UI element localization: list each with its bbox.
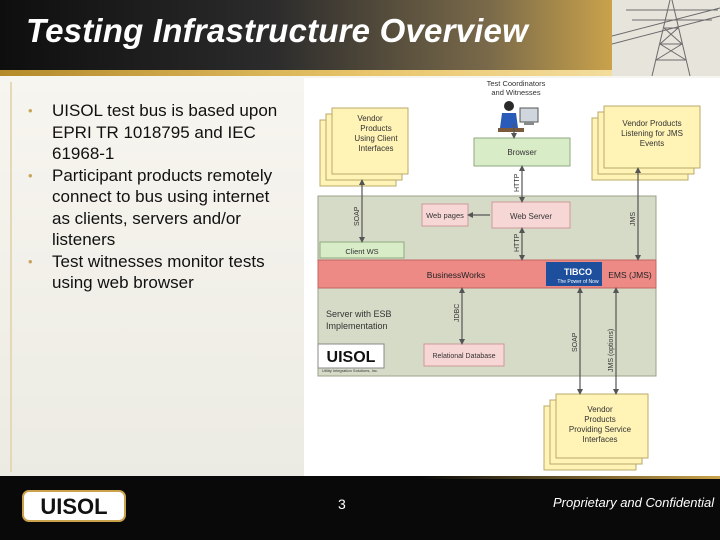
diagram-uisol-logo: [317, 343, 385, 369]
browser-label: Browser: [507, 148, 537, 157]
relational-db-label: Relational Database: [432, 353, 495, 360]
person-at-computer-icon: [498, 101, 539, 132]
vendor-client-line2: Products: [360, 124, 392, 133]
http-label-1: HTTP: [514, 173, 521, 192]
vendor-client-line3: Using Client: [354, 134, 398, 143]
web-server-box: [491, 201, 571, 229]
diagram-uisol-tagline: Utility Integration Solutions, Inc.: [322, 368, 378, 373]
jms-label-2: JMS (options): [608, 329, 615, 372]
bullet-item: •Participant products remotely connect t…: [28, 165, 273, 250]
jdbc-label: JDBC: [454, 304, 461, 322]
footer-confidential-text: Proprietary and Confidential: [553, 495, 715, 510]
vendor-services-line2: Products: [584, 415, 616, 424]
uisol-footer-logo: UISOL: [22, 490, 126, 522]
bullet-item: •Test witnesses monitor tests using web …: [28, 251, 265, 293]
vendor-jms-box: [603, 105, 701, 169]
vendor-jms-line3: Events: [640, 139, 664, 148]
architecture-svg: Server with ESB Implementation Vendor Pr…: [304, 78, 720, 476]
business-works-label: BusinessWorks: [427, 270, 485, 280]
bullet-icon: •: [28, 103, 33, 118]
bullet-icon: •: [28, 253, 33, 269]
footer-logo-text: UISOL: [40, 494, 107, 519]
title-band: [0, 0, 612, 70]
vendor-client-line4: Interfaces: [358, 144, 393, 153]
soap-label-1: SOAP: [354, 206, 361, 226]
left-rule: [10, 82, 12, 472]
bullet-list: •UISOL test bus is based upon EPRI TR 10…: [24, 100, 284, 294]
gold-rule: [0, 70, 612, 76]
slide-title: Testing Infrastructure Overview: [26, 12, 528, 49]
tibco-logo-text: TIBCO: [564, 267, 592, 277]
business-works-bar: [317, 259, 657, 289]
architecture-diagram: Server with ESB Implementation Vendor Pr…: [304, 78, 720, 476]
vendor-services-line4: Interfaces: [582, 435, 617, 444]
header: Testing Infrastructure Overview: [0, 0, 720, 76]
bullet-item: •UISOL test bus is based upon EPRI TR 10…: [28, 101, 278, 163]
web-server-label: Web Server: [510, 212, 552, 221]
page-number: 3: [338, 496, 346, 512]
web-pages-label: Web pages: [426, 211, 464, 220]
power-tower-image: [612, 0, 720, 76]
vendor-services-line3: Providing Service: [569, 425, 632, 434]
ems-label: EMS (JMS): [608, 270, 652, 280]
diagram-uisol-text: UISOL: [327, 349, 376, 366]
vendor-jms-line2: Listening for JMS: [621, 129, 683, 138]
vendor-client-line1: Vendor: [357, 114, 383, 123]
soap-label-2: SOAP: [572, 332, 579, 352]
browser-box: [473, 137, 571, 167]
coordinators-label-line2: and Witnesses: [491, 88, 540, 97]
client-ws-label: Client WS: [345, 247, 378, 256]
coordinators-label-line1: Test Coordinators: [487, 79, 546, 88]
vendor-services-line1: Vendor: [587, 405, 613, 414]
server-label-line2: Implementation: [326, 321, 388, 331]
footer-gold-rule: [420, 476, 720, 479]
vendor-services-box: [555, 393, 649, 459]
jms-label-1: JMS: [630, 212, 637, 226]
vendor-jms-line1: Vendor Products: [622, 119, 681, 128]
tibco-tagline: The Power of Now: [557, 279, 599, 285]
bullet-icon: •: [28, 167, 33, 183]
vendor-client-box: [331, 107, 409, 175]
tibco-logo: [546, 262, 602, 286]
http-label-2: HTTP: [514, 233, 521, 252]
server-label-line1: Server with ESB: [326, 309, 392, 319]
